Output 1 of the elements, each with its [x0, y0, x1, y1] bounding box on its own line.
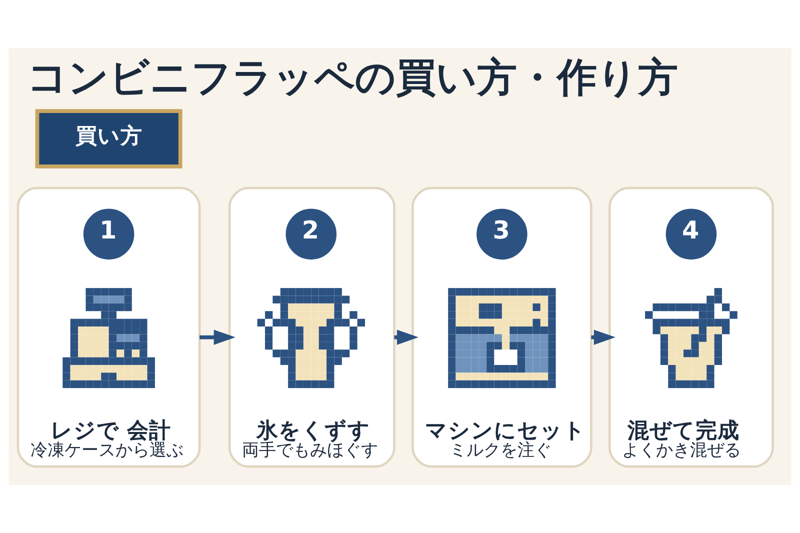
diagram-title: コンビニフラッペの買い方・作り方 [27, 54, 678, 101]
